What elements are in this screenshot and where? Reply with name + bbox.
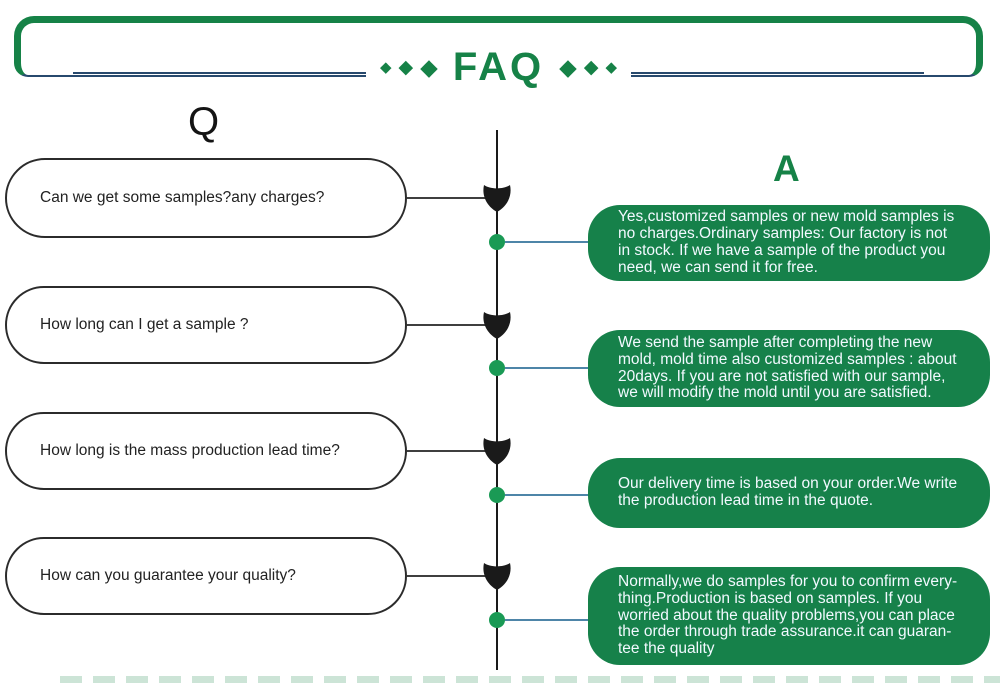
question-text: How long can I get a sample ? [40,316,249,333]
answer-text: Normally,we do samples for you to confir… [618,573,958,658]
answer-bubble: Yes,customized samples or new mold sampl… [588,205,990,281]
banner-title-row: ◆ ◆ ◆ FAQ ◆ ◆ ◆ [21,47,976,87]
diamond-icon: ◆ [583,56,599,78]
answer-connector [505,494,588,496]
shield-icon [483,563,511,590]
timeline-dot [489,487,505,503]
timeline-line [496,130,498,670]
shield-icon [483,312,511,339]
answer-text: Yes,customized samples or new mold sampl… [618,208,955,276]
answer-bubble: We send the sample after completing the … [588,330,990,407]
question-connector [407,324,487,326]
question-connector [407,450,487,452]
diamond-icon: ◆ [380,58,392,76]
question-bubble: Can we get some samples?any charges? [5,158,407,238]
diamond-icon: ◆ [398,56,414,78]
question-text: How long is the mass production lead tim… [40,442,340,459]
question-bubble: How long is the mass production lead tim… [5,412,407,490]
bottom-dashed-divider [60,676,1000,683]
question-bubble: How long can I get a sample ? [5,286,407,364]
answer-text: We send the sample after completing the … [618,333,957,402]
question-text: How can you guarantee your quality? [40,567,296,584]
question-bubble: How can you guarantee your quality? [5,537,407,615]
faq-banner: ◆ ◆ ◆ FAQ ◆ ◆ ◆ [14,16,983,87]
question-connector [407,575,487,577]
answer-connector [505,367,588,369]
answer-column-label: A [773,148,800,189]
answer-bubble: Our delivery time is based on your order… [588,458,990,528]
page-title: FAQ [452,45,545,89]
question-text: Can we get some samples?any charges? [40,189,325,206]
question-column-label: Q [188,100,220,144]
timeline-dot [489,234,505,250]
answer-bubble: Normally,we do samples for you to confir… [588,567,990,665]
diamond-icon: ◆ [420,53,438,80]
answer-text: Our delivery time is based on your order… [618,475,958,509]
diamond-icon: ◆ [605,58,617,76]
diamond-icon: ◆ [559,53,577,80]
question-connector [407,197,487,199]
timeline-dot [489,612,505,628]
answer-connector [505,241,588,243]
timeline-dot [489,360,505,376]
shield-icon [483,438,511,465]
answer-connector [505,619,588,621]
shield-icon [483,185,511,212]
